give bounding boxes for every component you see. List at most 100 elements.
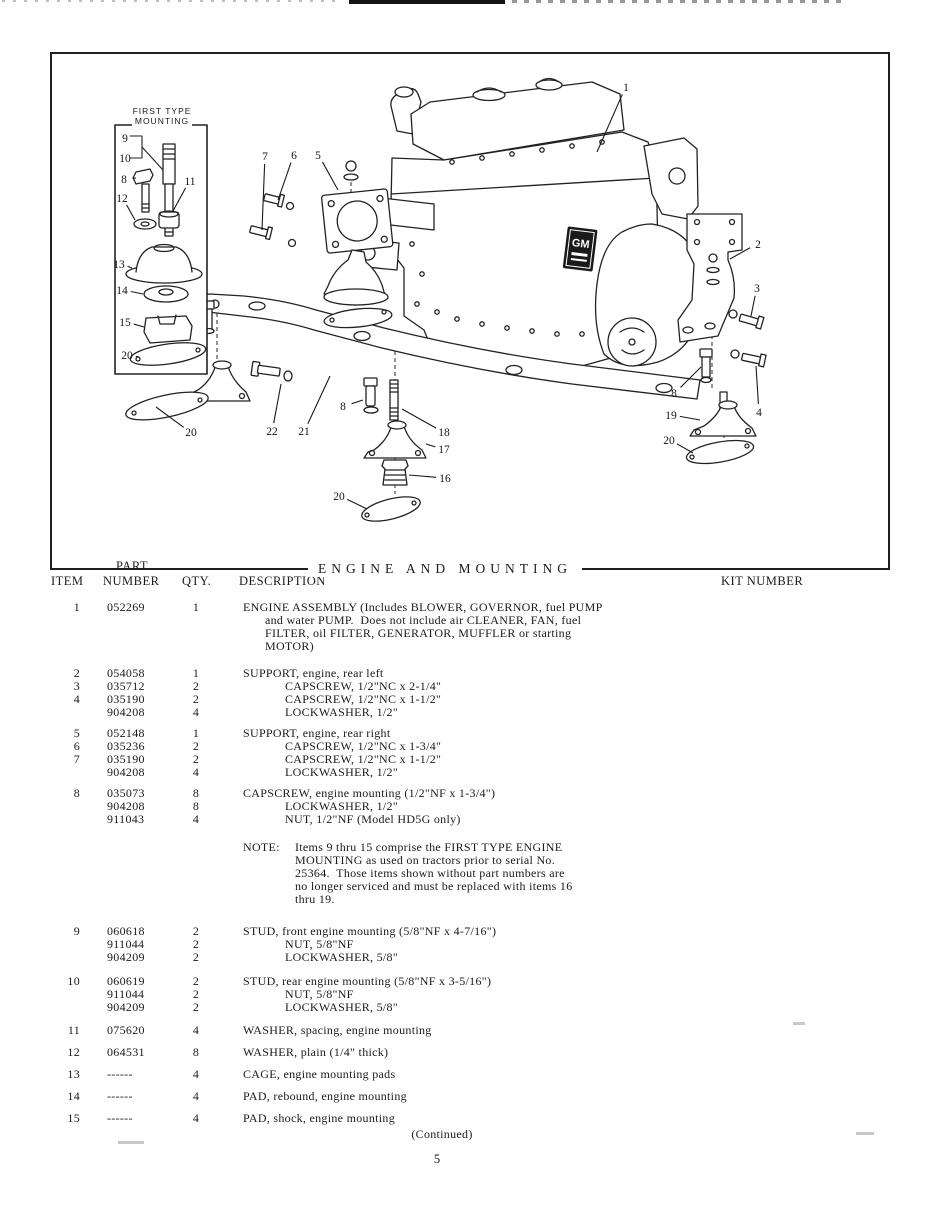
callout-leader [135,355,140,358]
note-line: no longer serviced and must be replaced … [295,879,573,893]
description-line: LOCKWASHER, 1/2" [285,705,399,719]
col-header-description: DESCRIPTION [239,574,326,588]
cell-item: 11 [67,1023,80,1037]
note-block: NOTE:Items 9 thru 15 comprise the FIRST … [0,841,935,906]
cell-part-number: 904208 [107,765,145,779]
cell-item [0,813,82,826]
callout-leader [130,290,144,295]
description-line: CAGE, engine mounting pads [243,1067,396,1081]
note-line: MOUNTING as used on tractors prior to se… [295,853,556,867]
cell-part-number: ------ [107,1089,133,1103]
cell-description: CAPSCREW, 1/2"NC x 1-3/4" [227,740,935,753]
lifting-bracket [643,137,699,220]
cell-description: CAPSCREW, engine mounting (1/2"NF x 1-3/… [227,787,935,800]
description-line: CAPSCREW, 1/2"NC x 1-1/2" [285,752,442,766]
scan-speck [856,1132,874,1135]
gm-badge: GM [562,226,598,272]
cell-description: NUT, 1/2"NF (Model HD5G only) [227,813,935,826]
rear-right-bracket [677,213,743,343]
cell-part-number: 054058 [107,666,145,680]
description-line: STUD, front engine mounting (5/8"NF x 4-… [243,924,497,938]
cell-part-number: 060618 [107,924,145,938]
cell-part-number: 904209 [107,1000,145,1014]
description-line: NUT, 5/8"NF [285,987,354,1001]
diagram-callout: 20 [185,427,197,439]
cell-description: CAPSCREW, 1/2"NC x 1-1/2" [227,693,935,706]
callout-leader [408,474,437,478]
cell-qty: 2 [192,937,200,951]
cell-part-number: 035236 [107,739,145,753]
cell-item: 3 [73,679,80,693]
callout-leader [273,383,282,424]
callout-leader [321,161,339,191]
description-line: SUPPORT, engine, rear left [243,666,384,680]
description-line: PAD, shock, engine mounting [243,1111,395,1125]
pad-14 [143,285,189,303]
cell-qty: 2 [192,974,200,988]
callout-leader [680,366,702,388]
cell-description: LOCKWASHER, 5/8" [227,951,935,964]
callout-leader [261,163,266,231]
capscrew-6 [263,193,286,208]
cell-item: 1 [73,600,80,614]
callout-leader [679,415,701,421]
cell-description: LOCKWASHER, 1/2" [227,766,935,779]
callout-leader [127,265,133,269]
cell-qty: 2 [192,950,200,964]
cell-part-number: 904208 [107,705,145,719]
front-mount [323,249,389,299]
cell-description: STUD, rear engine mounting (5/8"NF x 3-5… [227,975,935,988]
diagram-callout: 10 [119,153,131,165]
cell-part-number: ------ [107,1067,133,1081]
description-line: CAPSCREW, 1/2"NC x 1-3/4" [285,739,442,753]
cell-description: LOCKWASHER, 5/8" [227,1001,935,1014]
note-label: NOTE: [243,840,280,854]
cell-qty: 1 [192,666,200,680]
callout-leader [351,399,364,405]
description-line: ENGINE ASSEMBLY (Includes BLOWER, GOVERN… [243,600,603,614]
diagram-callout: 2 [755,239,761,251]
cell-item: 6 [73,739,80,753]
plate-20 [361,496,421,522]
callout-leader [172,187,187,212]
diagram-callout: 8 [121,174,127,186]
scan-artifact [512,0,847,3]
diagram-callout: 13 [113,259,125,271]
cell-description: WASHER, spacing, engine mounting [227,1024,935,1037]
table-row: 10 060619 2 STUD, rear engine mounting (5/8… [0,975,935,988]
stud-18 [389,379,399,421]
cell-qty: 4 [192,1089,200,1103]
callout-leader [346,498,368,510]
cell-item: 9 [73,924,80,938]
cell-qty: 1 [192,600,200,614]
cell-item [0,1001,82,1014]
cell-description: NUT, 5/8"NF [227,988,935,1001]
plate-20-left [125,391,209,421]
diagram-callout: 17 [438,444,450,456]
cell-item: 10 [67,974,80,988]
diagram-callout: 5 [315,150,321,162]
cell-description: PAD, rebound, engine mounting [227,1090,935,1103]
cell-qty: 4 [192,812,200,826]
washer-12 [133,218,157,230]
cell-item: 4 [73,692,80,706]
cell-part-number: 035190 [107,692,145,706]
callout-leader [307,375,331,424]
note-line: thru 19. [295,892,335,906]
cell-part-number: 060619 [107,974,145,988]
